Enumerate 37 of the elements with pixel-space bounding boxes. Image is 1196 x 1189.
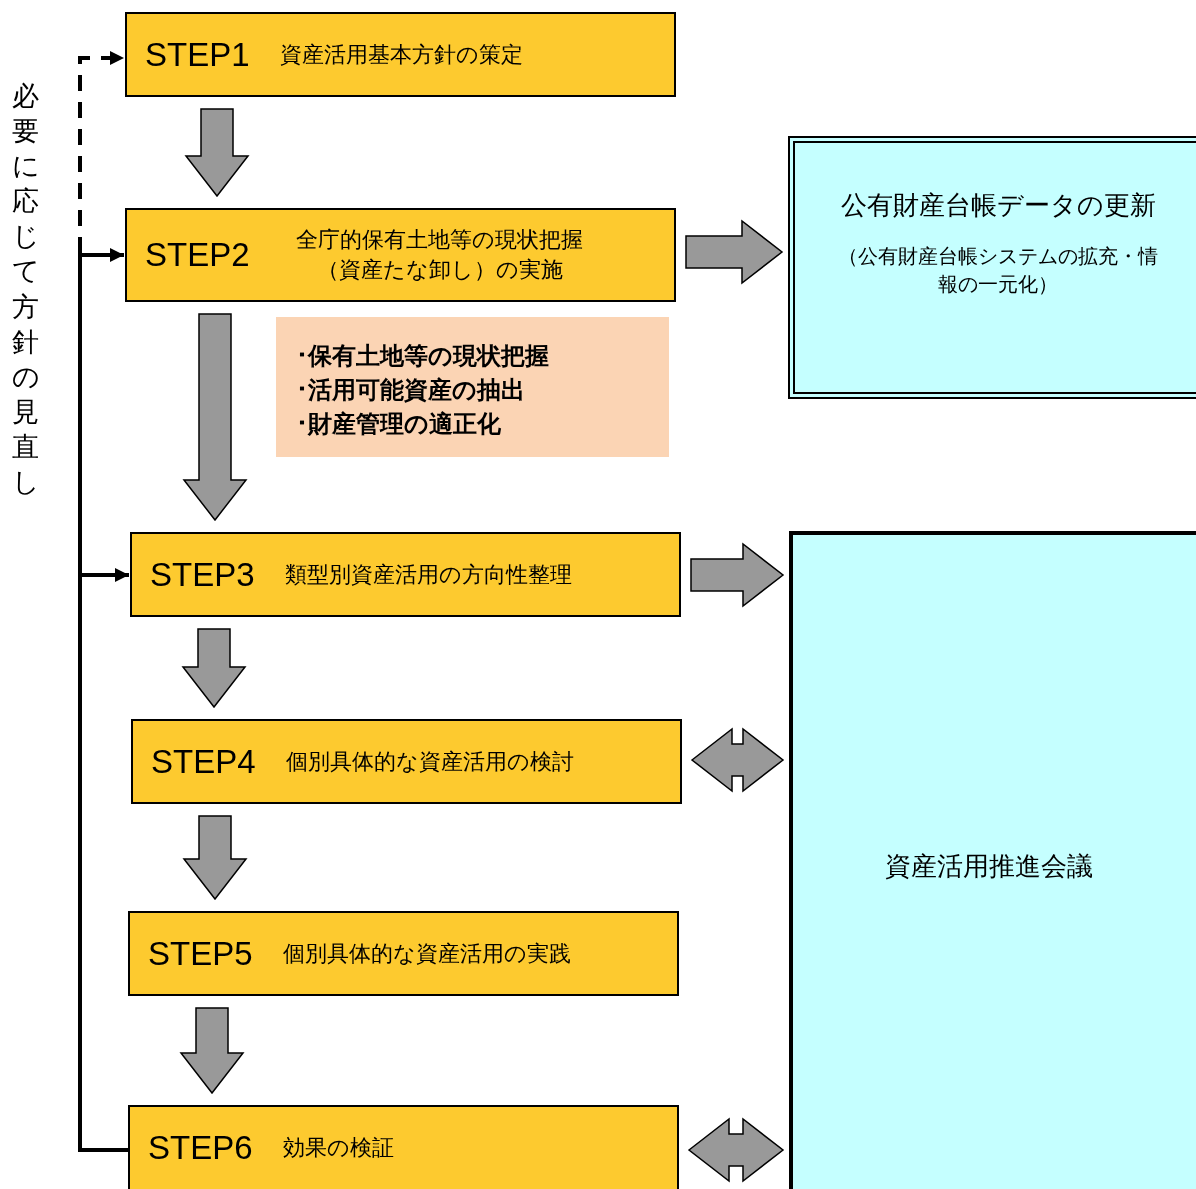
step-box [125,208,676,302]
note-box [276,317,669,457]
block-arrow [182,313,248,522]
step-number: STEP2 [145,236,250,274]
step-box [128,911,679,996]
vertical-note: 必要に応じて方針の見直し [12,79,39,500]
bullet-item: ･保有土地等の現状把握 [296,341,550,372]
block-arrow [685,219,784,285]
council-box [789,531,1196,1189]
step-number: STEP5 [148,934,253,973]
step-box [130,532,681,617]
step-box [125,12,676,97]
bullet-item: ･財産管理の適正化 [296,409,502,440]
data-box [788,136,1196,399]
step-title: 資産活用基本方針の策定 [279,40,523,69]
box-title: 公有財産台帳データの更新 [840,188,1156,222]
step-title: 効果の検証 [282,1134,394,1162]
step-title: 個別具体的な資産活用の実践 [282,939,571,968]
block-arrow [690,542,785,608]
step-number: STEP3 [150,555,255,594]
step-number: STEP4 [151,742,256,781]
step-title: 類型別資産活用の方向性整理 [284,560,572,589]
step-title: 個別具体的な資産活用の検討 [285,747,574,776]
step-box [131,719,682,804]
double-block-arrow [687,1117,785,1183]
block-arrow [179,1007,245,1095]
step-title: 全庁的保有土地等の現状把握（資産たな卸し）の実施 [295,226,585,284]
step-number: STEP1 [145,35,250,74]
block-arrow [184,108,250,198]
box-note: （公有財産台帳システムの拡充・情報の一元化） [837,242,1159,298]
box-title: 資産活用推進会議 [885,850,1093,883]
block-arrow [182,815,248,901]
block-arrow [181,628,247,709]
step-box [128,1105,679,1189]
step-number: STEP6 [148,1129,253,1167]
double-block-arrow [690,727,785,793]
bullet-item: ･活用可能資産の抽出 [296,375,526,406]
